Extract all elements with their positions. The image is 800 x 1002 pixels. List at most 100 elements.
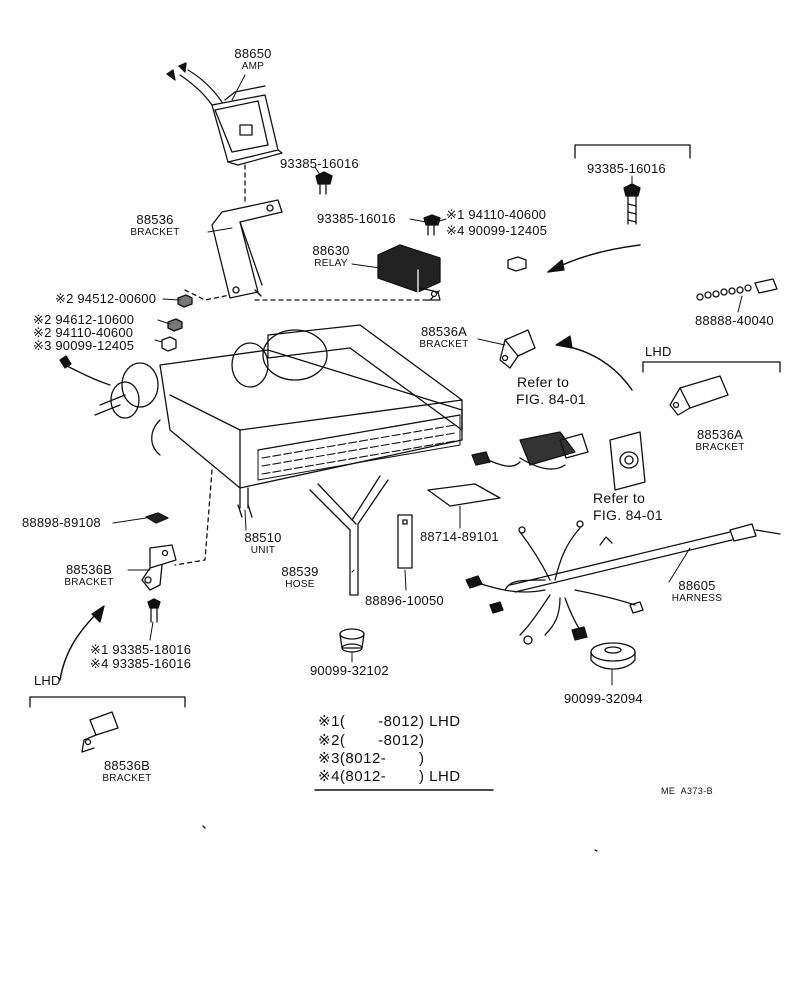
part-number: 93385-16016 xyxy=(317,211,396,226)
grommet-small-drawing xyxy=(339,628,365,653)
lhd-tag: LHD xyxy=(34,673,61,688)
part-name: BRACKET xyxy=(130,227,180,238)
lhd-tag: LHD xyxy=(645,344,672,359)
dashed-leader xyxy=(254,289,441,301)
harness-drawing xyxy=(465,520,781,645)
arrow-head xyxy=(547,259,565,273)
part-number: 88898-89108 xyxy=(22,515,101,530)
unit-88510-drawing xyxy=(59,324,463,518)
part-number: 93385-16016 xyxy=(587,161,666,176)
grommet-plate-drawing xyxy=(609,431,646,491)
part-number: ※1 94110-40600 xyxy=(446,207,547,222)
label-relay-bolt: ※1 94110-40600 xyxy=(446,208,546,221)
bolt-b-drawing xyxy=(147,598,161,623)
legend-row: ※4(8012- ) LHD xyxy=(318,768,461,785)
part-name: UNIT xyxy=(250,545,276,556)
dashed-leader xyxy=(174,469,213,566)
screw-right-drawing xyxy=(623,183,641,225)
label-hose: 88539 HOSE xyxy=(281,565,318,591)
clip-drawing xyxy=(145,512,169,524)
label-relay-nut: ※4 90099-12405 xyxy=(446,224,547,237)
part-name: HOSE xyxy=(285,579,315,590)
label-unit: 88510 UNIT xyxy=(244,531,281,557)
label-bracket-88536: 88536 BRACKET xyxy=(130,213,179,239)
label-grommet-small: 90099-32102 xyxy=(310,664,389,677)
legend-mark: ※4 xyxy=(318,768,340,785)
lhd-group-line xyxy=(29,696,186,708)
tick-mark xyxy=(594,849,598,852)
label-clamp: 88896-10050 xyxy=(365,594,444,607)
part-number: 90099-32094 xyxy=(564,691,643,706)
part-name: AMP xyxy=(241,61,265,72)
small-nuts-drawing xyxy=(161,294,193,352)
part-number: 88630 xyxy=(312,243,350,258)
label-bolt-b-1: ※1 93385-18016 xyxy=(90,643,191,656)
part-number: 88536B xyxy=(65,562,113,577)
part-number: 88536A xyxy=(420,324,468,339)
label-bracket-a: 88536A BRACKET xyxy=(419,325,468,351)
bracket-a-lhd-drawing xyxy=(669,375,729,416)
label-bolt-b-4: ※4 93385-16016 xyxy=(90,657,191,670)
connector-string-drawing xyxy=(696,278,778,301)
bracket-group-line xyxy=(574,144,691,159)
label-clip: 88898-89108 xyxy=(22,516,101,529)
legend-text: ( -8012) LHD xyxy=(339,713,461,730)
screw-amp-drawing xyxy=(315,171,333,195)
label-screw-relay: 93385-16016 xyxy=(317,212,396,225)
switch-drawing xyxy=(471,431,589,470)
label-nut-3: ※3 90099-12405 xyxy=(33,339,134,352)
label-bracket-b-lhd: 88536B BRACKET xyxy=(102,759,151,785)
part-number: ※3 90099-12405 xyxy=(33,338,135,353)
lhd-group-line xyxy=(642,361,781,373)
part-name: BRACKET xyxy=(64,577,114,588)
part-number: ※2 94512-00600 xyxy=(55,291,157,306)
legend-row: ※3(8012- ) xyxy=(318,750,424,767)
dashed-leader xyxy=(184,289,231,301)
part-name: RELAY xyxy=(314,258,348,269)
refer-to-fig-2: Refer to FIG. 84-01 xyxy=(593,490,663,524)
label-relay: 88630 RELAY xyxy=(312,244,349,270)
part-number: ※4 90099-12405 xyxy=(446,223,548,238)
part-number: 88536A xyxy=(696,427,744,442)
part-number: 88536B xyxy=(103,758,151,773)
label-lhd-right: LHD xyxy=(645,345,672,358)
arrow-head xyxy=(555,335,573,349)
legend-text: (8012- ) xyxy=(339,750,425,767)
part-name: HARNESS xyxy=(671,593,723,604)
part-number: 88539 xyxy=(281,564,319,579)
legend-row: ※1( -8012) LHD xyxy=(318,713,461,730)
part-number: ※4 93385-16016 xyxy=(90,656,192,671)
bracket-b-drawing xyxy=(141,544,177,591)
label-lhd-left: LHD xyxy=(34,674,61,687)
label-amp: 88650 AMP xyxy=(234,47,271,73)
part-number: 90099-32102 xyxy=(310,663,389,678)
legend-row: ※2( -8012) xyxy=(318,732,424,749)
part-number: 88714-89101 xyxy=(420,529,499,544)
refer-text: Refer to xyxy=(593,490,646,506)
refer-text: Refer to xyxy=(517,374,570,390)
amp-drawing xyxy=(166,62,283,166)
label-plate: 88714-89101 xyxy=(420,530,499,543)
part-name: BRACKET xyxy=(419,339,469,350)
legend-mark: ※3 xyxy=(318,750,340,767)
label-screw-amp: 93385-16016 xyxy=(280,157,359,170)
part-name: BRACKET xyxy=(695,442,745,453)
part-number: 88888-40040 xyxy=(695,313,774,328)
legend-text: (8012- ) LHD xyxy=(339,768,461,785)
legend-mark: ※2 xyxy=(318,732,340,749)
part-number: ※2 94110-40600 xyxy=(33,325,134,340)
relay-fasteners-drawing xyxy=(423,214,527,272)
figure-code: ME A373-B xyxy=(661,786,714,796)
part-number: 88536 xyxy=(136,212,174,227)
hose-drawing xyxy=(309,475,389,596)
label-screw-right: 93385-16016 xyxy=(587,162,666,175)
relay-drawing xyxy=(377,244,441,301)
label-bracket-b: 88536B BRACKET xyxy=(64,563,113,589)
label-bolt-2: ※2 94110-40600 xyxy=(33,326,133,339)
grommet-large-drawing xyxy=(590,642,636,670)
tick-mark xyxy=(202,825,206,829)
label-grommet-large: 90099-32094 xyxy=(564,692,643,705)
part-name: BRACKET xyxy=(102,773,152,784)
